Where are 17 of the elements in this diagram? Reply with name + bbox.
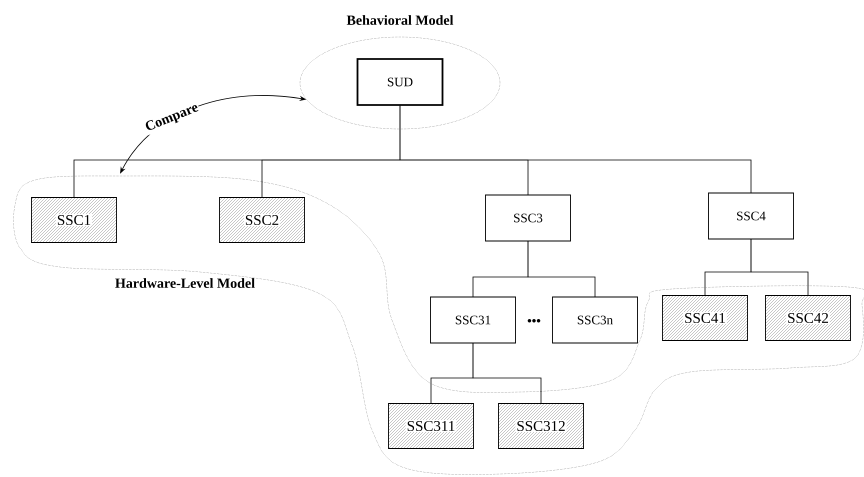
ellipsis-mark: ••• <box>528 318 540 322</box>
component-box: SUD <box>356 58 444 106</box>
connector-line <box>750 239 808 296</box>
hatched-box: SSC42 <box>765 295 851 341</box>
component-box: SSC4 <box>708 192 794 240</box>
hatched-box: SSC2 <box>219 197 305 243</box>
connector-line <box>472 343 542 404</box>
hatched-box: SSC312 <box>498 403 584 449</box>
hatched-box: SSC311 <box>388 403 474 449</box>
component-box: SSC3 <box>485 194 571 242</box>
connector-line <box>528 241 596 297</box>
component-box: SSC3n <box>552 296 638 344</box>
node-label: Behavioral Model <box>346 15 454 25</box>
connector-line <box>400 106 752 193</box>
component-box: SSC31 <box>430 296 516 344</box>
hatched-box: SSC1 <box>31 197 117 243</box>
hatched-box: SSC41 <box>662 295 748 341</box>
